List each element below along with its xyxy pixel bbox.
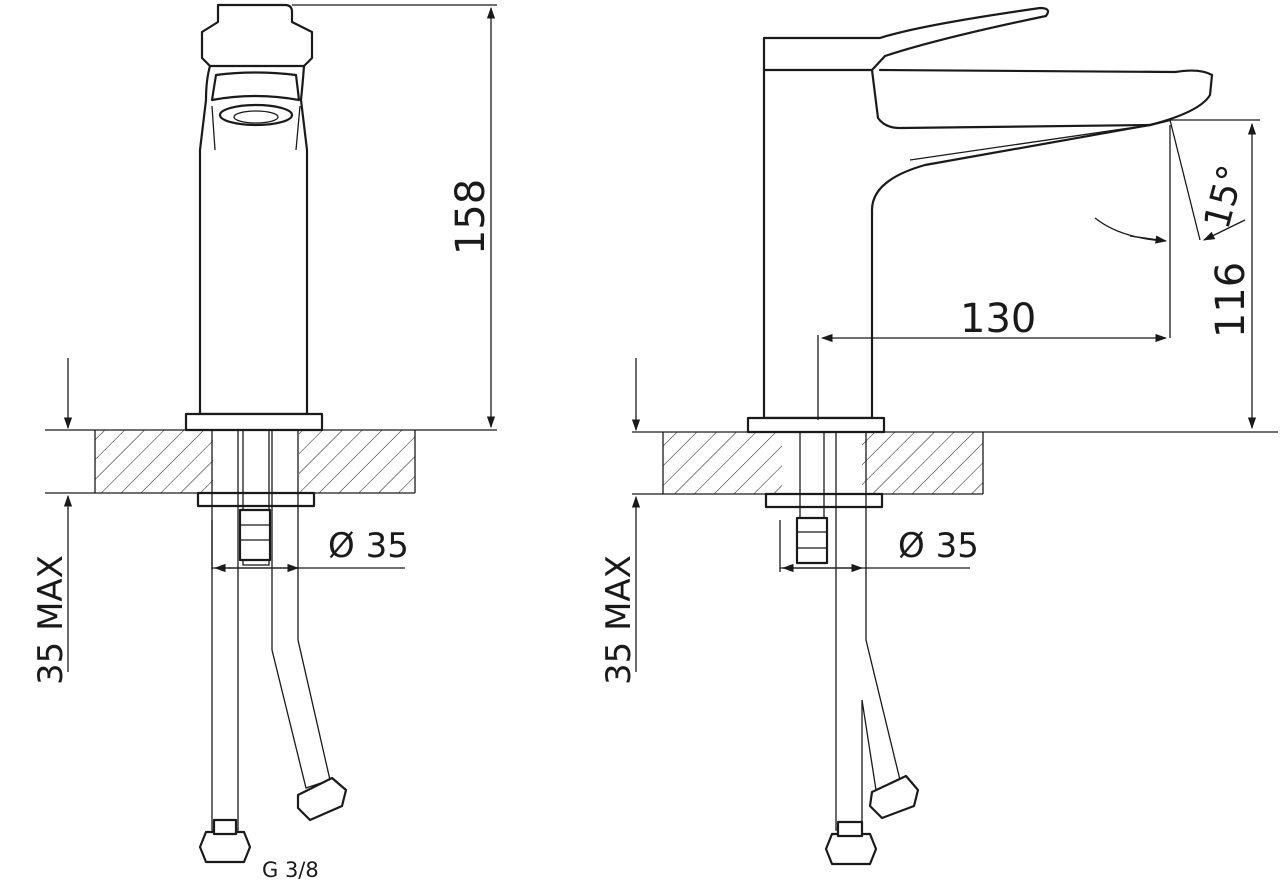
side-under-counter-dim: 35 MAX [599, 555, 639, 685]
spout-height-dim: 116 [1208, 262, 1254, 338]
front-height-dim: 158 [448, 179, 494, 255]
front-countertop [45, 429, 497, 494]
front-view: 158 35 MAX Ø 35 G 3/8 [31, 3, 497, 882]
side-mounting [764, 431, 884, 565]
front-under-counter-dim: 35 MAX [31, 555, 71, 685]
thread-label: G 3/8 [262, 858, 319, 882]
angle-dim: 15° [1197, 161, 1253, 233]
front-hole-dim: Ø 35 [328, 526, 409, 566]
front-hoses [198, 429, 348, 864]
side-faucet-body [746, 6, 1214, 434]
front-faucet-body [184, 3, 324, 432]
front-dimensions: 158 35 MAX Ø 35 G 3/8 [31, 4, 497, 882]
side-view: 130 116 15° 35 MAX Ø 35 [599, 6, 1278, 866]
side-hoses [824, 431, 920, 866]
side-countertop [632, 431, 1278, 495]
reach-dim: 130 [960, 296, 1036, 342]
side-dimensions: 130 116 15° 35 MAX Ø 35 [599, 119, 1260, 685]
side-hole-dim: Ø 35 [898, 526, 979, 566]
